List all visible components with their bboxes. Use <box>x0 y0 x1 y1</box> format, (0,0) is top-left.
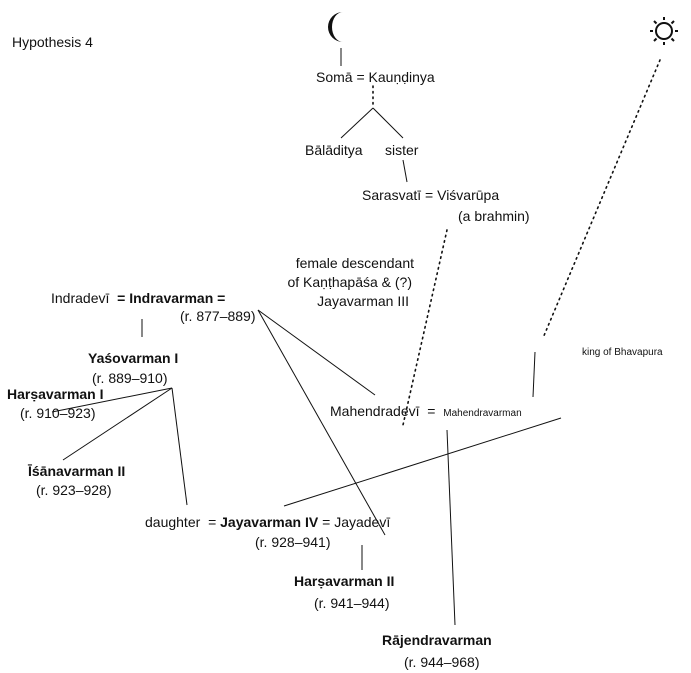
rajendravarman-reign: (r. 944–968) <box>404 654 480 670</box>
person-sister: sister <box>385 142 419 158</box>
harsavarman-2-reign: (r. 941–944) <box>314 595 390 611</box>
harsavarman-1-reign: (r. 910–923) <box>20 405 96 421</box>
diagram-title: Hypothesis 4 <box>12 34 93 50</box>
person-sarasvati: Sarasvatī = Viśvarūpa <box>362 187 500 203</box>
isanavarman-reign: (r. 923–928) <box>36 482 112 498</box>
person-soma: Somā = Kauṇḍinya <box>316 69 435 85</box>
person-king-bhavapura: king of Bhavapura <box>582 347 663 358</box>
person-isanavarman: Īśānavarman II <box>28 463 126 479</box>
visvarupa-note: (a brahmin) <box>458 208 530 224</box>
person-indradevi: Indradevī = Indravarman = <box>51 290 226 306</box>
person-yasovarman: Yaśovarman I <box>88 350 179 366</box>
jayavarman-4-reign: (r. 928–941) <box>255 534 331 550</box>
female-descendant-line-3: Jayavarman III <box>317 293 409 309</box>
sun-icon <box>650 17 678 45</box>
person-rajendravarman: Rājendravarman <box>382 632 492 648</box>
indravarman-reign: (r. 877–889) <box>180 308 256 324</box>
person-daughter: daughter = Jayavarman IV = Jayadevī <box>145 514 391 530</box>
yasovarman-reign: (r. 889–910) <box>92 370 168 386</box>
person-baladitya: Bālāditya <box>305 142 363 158</box>
person-mahendradevi: Mahendradevī = Mahendravarman <box>330 403 522 419</box>
moon-icon <box>328 12 343 42</box>
female-descendant-line-1: female descendant <box>295 255 414 271</box>
dotted-lines <box>372 59 661 426</box>
female-descendant-line-2: of Kaṇṭhapāśa & (?) <box>287 274 412 290</box>
person-harsavarman-2: Harṣavarman II <box>294 573 395 589</box>
connector-lines <box>51 48 562 626</box>
person-harsavarman-1: Harṣavarman I <box>7 386 104 402</box>
